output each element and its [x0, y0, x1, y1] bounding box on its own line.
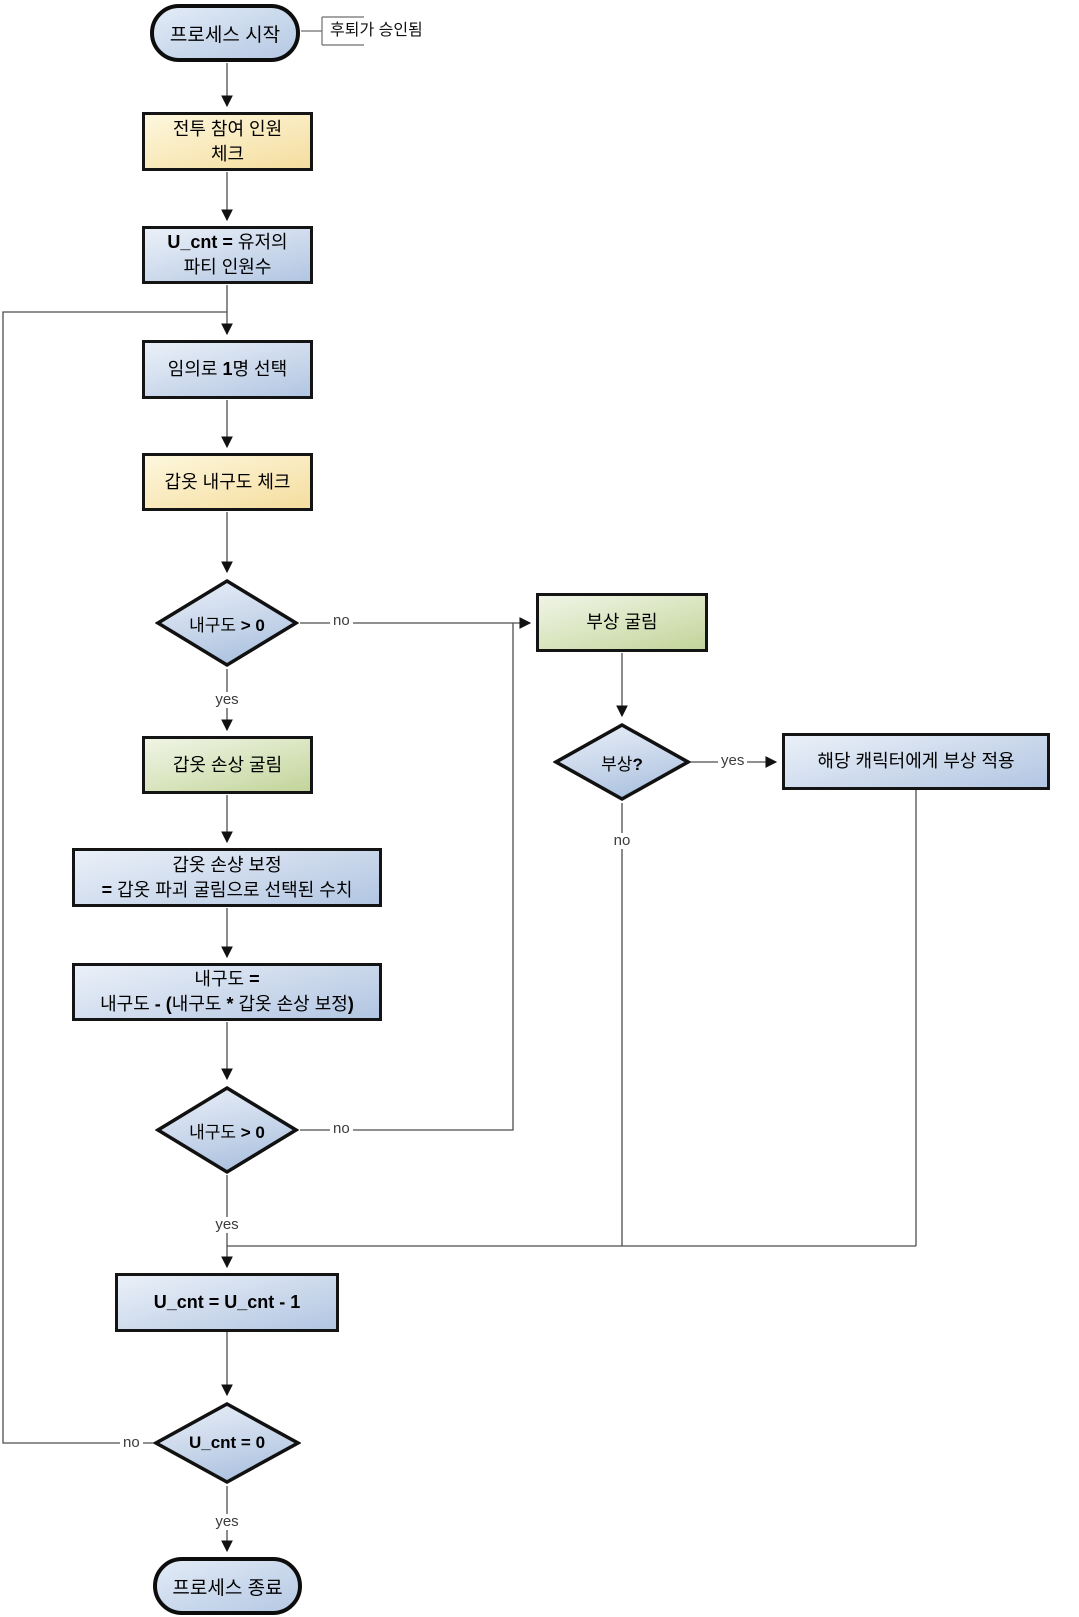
diamond-shape: [155, 578, 299, 668]
decision-label: U_cnt = 0: [188, 1433, 266, 1452]
decision-ucnt-zero: U_cnt = 0: [153, 1401, 301, 1485]
edge-label-yes: yes: [718, 753, 748, 769]
decision-label: 내구도 > 0: [189, 615, 265, 635]
decision-durability-1: 내구도 > 0: [155, 578, 299, 668]
process-decrement: U_cnt = U_cnt - 1: [115, 1273, 339, 1332]
process-line: 내구도 - (내구도 * 갑옷 손상 보정): [100, 994, 354, 1014]
comment-annotation: 후퇴가 승인됨: [330, 22, 423, 39]
process-pick-one: 임의로 1명 선택: [142, 340, 313, 399]
process-line: 갑옷 내구도 체크: [164, 471, 291, 492]
decision-label: 내구도 > 0: [189, 1122, 265, 1142]
decision-injury: 부상?: [553, 722, 691, 802]
decision-durability-2: 내구도 > 0: [155, 1085, 299, 1175]
process-durability-calc: 내구도 = 내구도 - (내구도 * 갑옷 손상 보정): [72, 963, 382, 1021]
process-check-participants: 전투 참여 인원 체크: [142, 112, 313, 171]
process-line: 파티 인원수: [183, 257, 272, 277]
process-line: 체크: [210, 143, 245, 164]
start-label: 프로세스 시작: [169, 24, 281, 46]
edge-label-yes: yes: [212, 1514, 242, 1530]
process-line: 해당 캐릭터에게 부상 적용: [817, 751, 1015, 771]
process-set-ucnt: U_cnt = 유저의 파티 인원수: [142, 226, 313, 284]
process-line: 내구도 =: [194, 969, 260, 989]
process-line: U_cnt = U_cnt - 1: [153, 1292, 301, 1312]
end-terminal: 프로세스 종료: [153, 1557, 302, 1615]
process-line: 갑옷 손상 굴림: [172, 754, 283, 775]
process-apply-injury: 해당 캐릭터에게 부상 적용: [782, 733, 1050, 790]
process-line: 부상 굴림: [586, 612, 658, 632]
process-check-armor: 갑옷 내구도 체크: [142, 453, 313, 511]
process-armor-damage-roll: 갑옷 손상 굴림: [142, 736, 313, 794]
diamond-shape: [153, 1402, 301, 1484]
edge-label-yes: yes: [212, 1217, 242, 1233]
diamond-shape: [155, 1085, 299, 1175]
edge-label-no: no: [610, 833, 634, 849]
diamond-shape: [553, 722, 691, 802]
decision-label: 부상?: [601, 754, 643, 774]
edge-label-no: no: [330, 613, 353, 629]
edge-label-no: no: [120, 1435, 143, 1451]
process-line: U_cnt = 유저의: [167, 232, 288, 252]
process-injury-roll: 부상 굴림: [536, 593, 708, 652]
process-line: 전투 참여 인원: [172, 118, 283, 139]
process-line: 임의로 1명 선택: [167, 359, 288, 379]
end-label: 프로세스 종료: [172, 1577, 283, 1599]
start-terminal: 프로세스 시작: [150, 4, 300, 62]
edge-label-no: no: [330, 1121, 353, 1137]
edge-label-yes: yes: [212, 692, 242, 708]
process-line: 갑옷 손샹 보정: [172, 854, 282, 875]
process-armor-damage-mod: 갑옷 손샹 보정 = 갑옷 파괴 굴림으로 선택된 수치: [72, 848, 382, 907]
process-line: = 갑옷 파괴 굴림으로 선택된 수치: [101, 879, 353, 900]
